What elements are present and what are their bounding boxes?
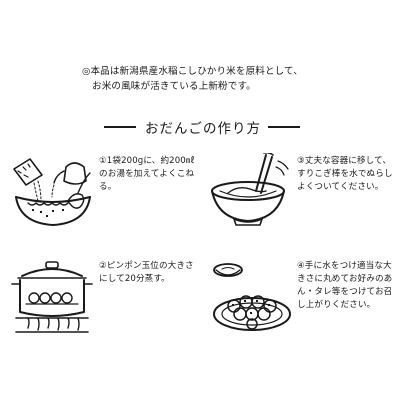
heading-title: おだんごの作り方 (145, 121, 261, 137)
step-4-text: ④手に水をつけ適当な大きさに丸めてお好みのあん・タレ等をつけてお召し上がりくださ… (297, 261, 393, 310)
step-1-text: ①1袋200gに、約200㎖のお湯を加えてよくこねる。 (99, 156, 195, 192)
mixing-flour-icon (8, 153, 96, 231)
intro-line-1: ◎本品は新潟県産水稲こしひかり米を原料として、 (82, 66, 303, 77)
pounding-bowl-icon (206, 151, 294, 231)
intro-line-2: お米の風味が活きている上新粉です。 (92, 81, 256, 92)
dango-plate-icon (206, 258, 294, 336)
intro-text: ◎本品は新潟県産水稲こしひかり米を原料として、 お米の風味が活きている上新粉です… (82, 64, 382, 94)
step-2-text: ②ピンポン玉位の大きさにして20分蒸す。 (99, 261, 194, 284)
step-3-text: ③丈夫な容器に移して、すりこぎ棒を水でぬらしよくついてください。 (297, 156, 393, 192)
steamer-pot-icon (8, 258, 96, 336)
section-heading: おだんごの作り方 (0, 116, 400, 137)
heading-rule-left (104, 126, 136, 128)
heading-rule-right (268, 126, 300, 128)
